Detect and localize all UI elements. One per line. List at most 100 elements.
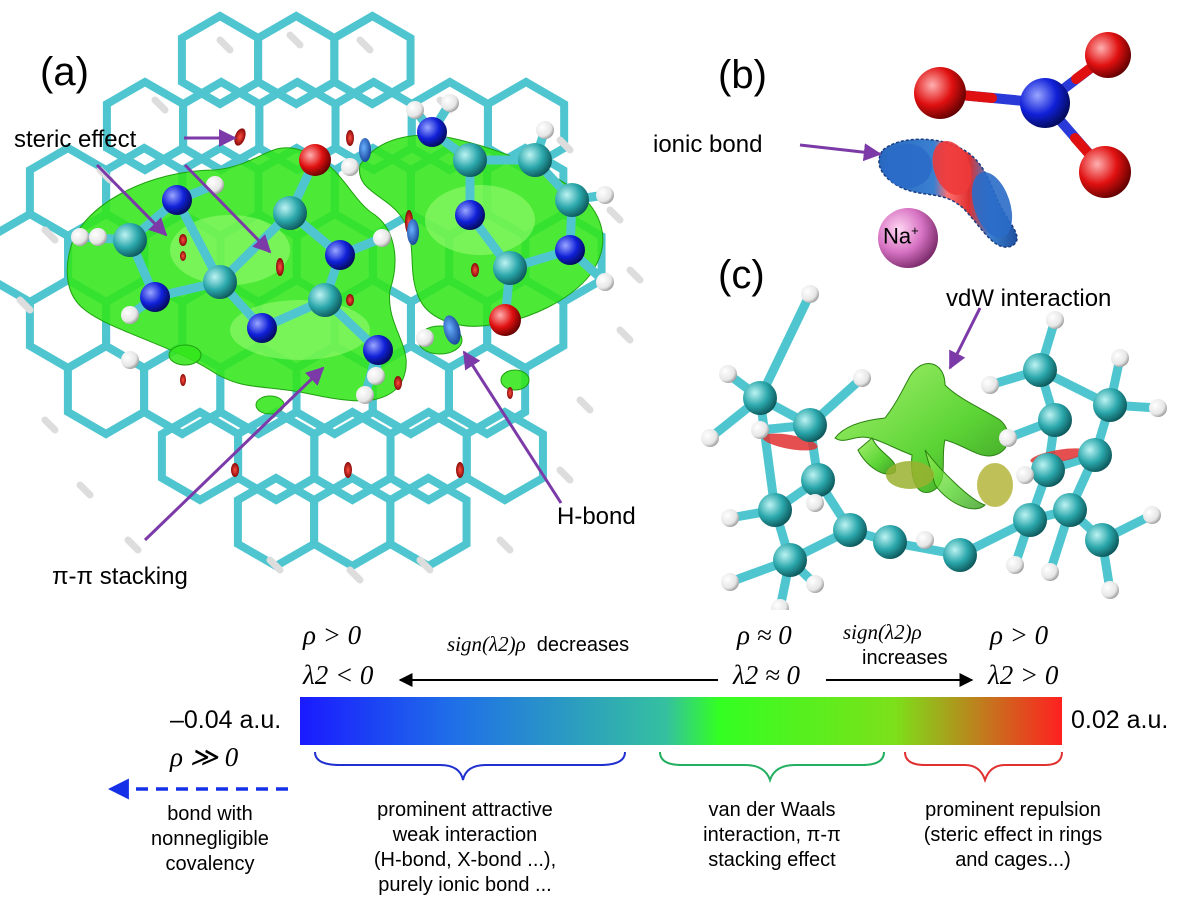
graphene-edge-hydrogen bbox=[576, 396, 594, 414]
carbon-atom bbox=[1013, 503, 1047, 537]
na-ion-label: Na+ bbox=[883, 223, 919, 249]
steric-effect-label: steric effect bbox=[14, 126, 137, 153]
carbon-atom bbox=[833, 513, 867, 547]
hydrogen-atom bbox=[721, 509, 739, 527]
hydrogen-atom bbox=[1149, 399, 1167, 417]
panel-a-molecule bbox=[0, 11, 644, 584]
hydrogen-atom bbox=[1006, 556, 1024, 574]
left-rho-condition: ρ > 0 bbox=[303, 620, 362, 650]
carbon-atom bbox=[1078, 438, 1112, 472]
panel-c-molecule bbox=[701, 285, 1167, 610]
hydrogen-atom bbox=[1041, 563, 1059, 581]
hydrogen-atom bbox=[916, 531, 934, 549]
hydrogen-atom bbox=[536, 121, 554, 139]
repulsion-description: prominent repulsion(steric effect in rin… bbox=[923, 799, 1103, 871]
graphene-edge-hydrogen bbox=[556, 466, 574, 484]
carbon-atom bbox=[943, 538, 977, 572]
hydrogen-atom bbox=[721, 573, 739, 591]
hydrogen-atom bbox=[71, 228, 89, 246]
molecule-bond bbox=[755, 393, 780, 515]
graphene-edge-hydrogen bbox=[346, 566, 364, 584]
graphene-edge-hydrogen bbox=[286, 31, 304, 49]
rho-much-greater-label: ρ ≫ 0 bbox=[170, 742, 239, 772]
graphene-hexagon bbox=[177, 11, 263, 109]
hydrogen-atom bbox=[406, 101, 424, 119]
carbon-atom bbox=[793, 408, 827, 442]
graphene-hexagon bbox=[462, 407, 547, 505]
hydrogen-atom bbox=[341, 158, 359, 176]
graphene-hexagon bbox=[444, 341, 530, 439]
carbon-atom bbox=[1038, 403, 1072, 437]
hydrogen-atom bbox=[999, 429, 1017, 447]
graphene-edge-hydrogen bbox=[41, 416, 59, 434]
carbon-atom bbox=[555, 183, 589, 217]
right-rho-condition: ρ > 0 bbox=[990, 620, 1049, 650]
graphene-edge-hydrogen bbox=[616, 326, 634, 344]
hydrogen-atom bbox=[853, 369, 871, 387]
hydrogen-atom bbox=[771, 599, 789, 610]
carbon-atom bbox=[773, 543, 807, 577]
carbon-atom bbox=[203, 265, 237, 299]
hydrogen-atom bbox=[981, 376, 999, 394]
nitrogen-atom bbox=[555, 235, 585, 265]
hydrogen-atom bbox=[367, 367, 385, 385]
graphene-hexagon bbox=[254, 11, 339, 109]
vdw-interaction-label: vdW interaction bbox=[946, 285, 1112, 312]
carbon-atom bbox=[873, 525, 907, 559]
carbon-atom bbox=[1085, 523, 1119, 557]
left-lambda-condition: λ2 < 0 bbox=[303, 660, 374, 690]
panel-b-molecule bbox=[799, 32, 1131, 268]
hydrogen-atom bbox=[1143, 506, 1161, 524]
carbon-atom bbox=[758, 493, 792, 527]
carbon-atom bbox=[453, 143, 487, 177]
graphene-hexagon bbox=[310, 473, 395, 571]
hydrogen-atom bbox=[701, 429, 719, 447]
graphene-edge-hydrogen bbox=[556, 136, 574, 154]
graphene-edge-hydrogen bbox=[216, 36, 234, 54]
nitrogen-atom bbox=[417, 117, 447, 147]
ionic-bond-label: ionic bond bbox=[653, 131, 763, 158]
scale-min-label: –0.04 a.u. bbox=[170, 706, 282, 734]
nitrogen-atom bbox=[455, 200, 485, 230]
right-lambda-condition: λ2 > 0 bbox=[988, 660, 1059, 690]
nitrogen-atom bbox=[140, 282, 170, 312]
graphene-edge-hydrogen bbox=[356, 36, 374, 54]
hydrogen-atom bbox=[751, 421, 769, 439]
graphene-edge-hydrogen bbox=[266, 556, 284, 574]
legend-arrows-and-braces bbox=[107, 673, 1063, 800]
graphene-edge-hydrogen bbox=[151, 96, 169, 114]
graphene-hexagon bbox=[233, 473, 319, 571]
carbon-atom bbox=[308, 283, 342, 317]
hydrogen-atom bbox=[596, 186, 614, 204]
carbon-atom bbox=[518, 143, 552, 177]
hydrogen-atom bbox=[596, 273, 614, 291]
carbon-atom bbox=[743, 381, 777, 415]
carbon-atom bbox=[1023, 353, 1057, 387]
pi-stacking-label: π-π stacking bbox=[52, 563, 188, 590]
graphene-hexagon bbox=[330, 11, 415, 109]
graphene-hexagon bbox=[179, 77, 264, 175]
graphene-edge-hydrogen bbox=[416, 556, 434, 574]
h-bond-label: H-bond bbox=[557, 503, 636, 530]
panel-c-label: (c) bbox=[718, 253, 765, 297]
increases-word-label: increases bbox=[862, 647, 948, 669]
hydrogen-atom bbox=[373, 229, 391, 247]
hydrogen-atom bbox=[416, 329, 434, 347]
mid-lambda-condition: λ2 ≈ 0 bbox=[733, 660, 801, 690]
carbon-atom bbox=[493, 251, 527, 285]
graphene-edge-hydrogen bbox=[496, 536, 514, 554]
hydrogen-atom bbox=[441, 94, 459, 112]
nitrogen-atom bbox=[363, 335, 393, 365]
hydrogen-atom bbox=[806, 494, 824, 512]
hydrogen-atom bbox=[121, 351, 139, 369]
oxygen-atom bbox=[299, 144, 331, 176]
carbon-atom bbox=[1031, 453, 1065, 487]
hydrogen-atom bbox=[1016, 466, 1034, 484]
graphene-edge-hydrogen bbox=[606, 206, 624, 224]
hydrogen-atom bbox=[801, 285, 819, 303]
carbon-atom bbox=[273, 196, 307, 230]
oxygen-atom bbox=[489, 304, 521, 336]
graphene-hexagon bbox=[386, 473, 471, 571]
graphene-edge-hydrogen bbox=[76, 481, 94, 499]
